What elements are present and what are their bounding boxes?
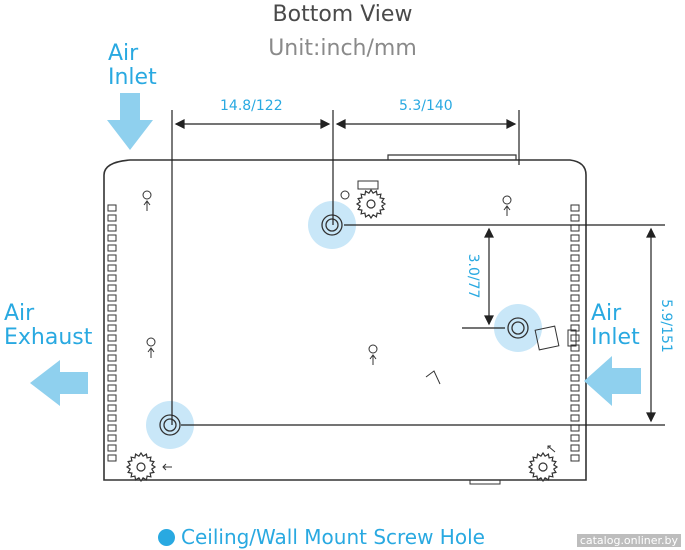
vent-slot: [107, 344, 117, 352]
bottom-tab: [469, 480, 501, 485]
dim-5-9: 5.9/151: [658, 299, 674, 353]
vent-slot: [570, 244, 580, 252]
vent-slot: [107, 444, 117, 452]
vent-slot: [107, 244, 117, 252]
projector-lens-edge: [387, 154, 517, 160]
vent-slot: [570, 434, 580, 442]
vent-slot: [107, 284, 117, 292]
vent-slot: [107, 414, 117, 422]
vent-slot: [107, 394, 117, 402]
dim-14-8: 14.8/122: [220, 98, 283, 114]
inlet-arrow-down-icon: [107, 93, 153, 150]
vent-slot: [107, 354, 117, 362]
vent-slot: [570, 204, 580, 212]
vent-slot: [107, 384, 117, 392]
vent-slot: [107, 274, 117, 282]
vent-slot: [570, 314, 580, 322]
mount-hole-1: [308, 201, 356, 249]
mount-hole-legend-icon: [158, 528, 175, 546]
dim-5-3: 5.3/140: [399, 98, 453, 114]
diagram-title: Bottom View: [272, 2, 413, 27]
foot-center: [136, 462, 146, 472]
vent-slot: [107, 314, 117, 322]
air-exhaust-label: Air Exhaust: [4, 302, 92, 350]
vent-slot: [107, 334, 117, 342]
vent-slot: [570, 264, 580, 272]
screw-mark: [502, 195, 512, 205]
air-inlet-right-word2: Inlet: [591, 325, 640, 350]
vent-slot: [570, 254, 580, 262]
slot-mark: [567, 329, 577, 347]
vent-slot: [570, 404, 580, 412]
dim-3-0: 3.0/77: [465, 253, 481, 299]
foot-center: [366, 199, 376, 209]
vent-slot: [107, 224, 117, 232]
vent-slot: [570, 214, 580, 222]
vent-slot: [107, 304, 117, 312]
vent-slot: [107, 364, 117, 372]
right-vent-grille: [570, 204, 580, 462]
vent-slot: [570, 454, 580, 462]
legend: Ceiling/Wall Mount Screw Hole: [158, 524, 485, 550]
legend-text: Ceiling/Wall Mount Screw Hole: [181, 525, 485, 549]
left-vent-grille: [107, 204, 117, 462]
screw-mark: [340, 190, 350, 200]
vent-slot: [107, 234, 117, 242]
vent-slot: [107, 434, 117, 442]
foot-center: [538, 462, 548, 472]
air-inlet-right-word1: Air: [591, 301, 622, 326]
vent-slot: [107, 324, 117, 332]
vent-slot: [570, 334, 580, 342]
vent-slot: [107, 204, 117, 212]
vent-slot: [570, 274, 580, 282]
air-exhaust-word2: Exhaust: [4, 325, 93, 350]
vent-slot: [107, 374, 117, 382]
vent-slot: [570, 424, 580, 432]
inlet-arrow-left-icon: [584, 356, 641, 406]
vent-slot: [570, 394, 580, 402]
vent-slot: [570, 414, 580, 422]
vent-slot: [107, 404, 117, 412]
screw-mark: [368, 344, 378, 354]
air-inlet-word2: Inlet: [108, 65, 157, 90]
vent-slot: [570, 324, 580, 332]
square-mark: [534, 325, 560, 351]
air-inlet-label-left: Air Inlet: [108, 42, 157, 90]
screw-mark: [142, 190, 152, 200]
vent-slot: [570, 304, 580, 312]
air-inlet-label-right: Air Inlet: [591, 302, 640, 350]
vent-slot: [570, 374, 580, 382]
mount-hole-3: [146, 401, 194, 449]
vent-slot: [107, 454, 117, 462]
vent-slot: [107, 264, 117, 272]
mount-hole-2: [494, 304, 542, 352]
vent-slot: [107, 214, 117, 222]
foot-bracket: [357, 180, 379, 190]
projector-outline: [103, 159, 587, 481]
vent-slot: [570, 354, 580, 362]
vent-slot: [107, 254, 117, 262]
watermark: catalog.onliner.by: [576, 534, 681, 547]
vent-slot: [570, 384, 580, 392]
vent-slot: [107, 294, 117, 302]
vent-slot: [570, 444, 580, 452]
corner-mark: [425, 370, 441, 385]
vent-slot: [570, 234, 580, 242]
vent-slot: [570, 224, 580, 232]
air-inlet-word1: Air: [108, 41, 139, 66]
screw-mark: [146, 337, 156, 347]
vent-slot: [107, 424, 117, 432]
unit-label: Unit:inch/mm: [268, 36, 417, 61]
air-exhaust-word1: Air: [4, 301, 35, 326]
exhaust-arrow-left-icon: [30, 360, 88, 406]
vent-slot: [570, 364, 580, 372]
vent-slot: [570, 344, 580, 352]
vent-slot: [570, 284, 580, 292]
vent-slot: [570, 294, 580, 302]
